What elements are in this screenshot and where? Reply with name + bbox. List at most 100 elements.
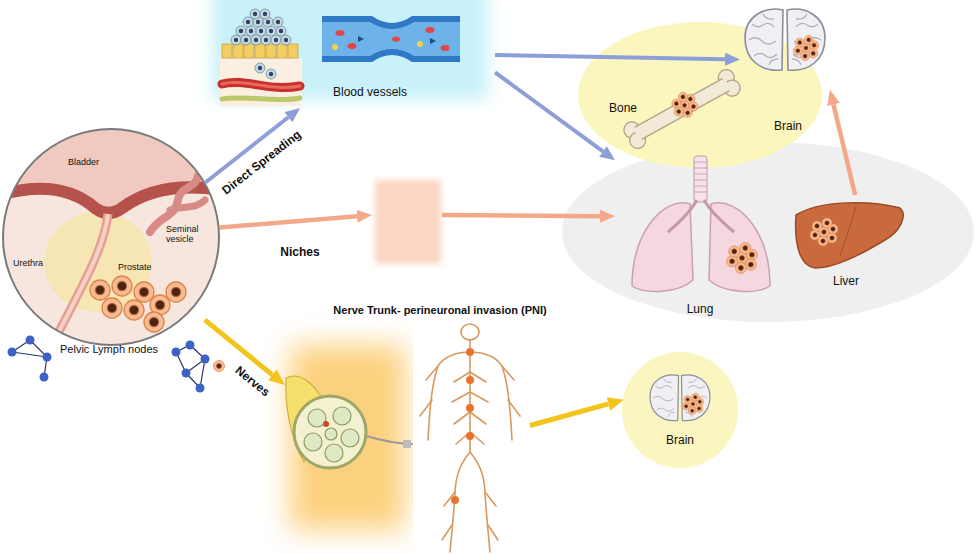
edge-label: Direct Spreading xyxy=(220,128,304,198)
invasion-drawing xyxy=(244,44,254,58)
lung-drawing xyxy=(668,200,734,232)
lung-drawing xyxy=(694,156,707,202)
nerve-drawing xyxy=(325,444,343,462)
invasion-drawing xyxy=(261,35,271,45)
nerve-drawing xyxy=(333,407,351,425)
part-label: Bladder xyxy=(68,157,99,167)
invasion-drawing xyxy=(271,35,281,45)
invasion-drawing xyxy=(231,35,241,45)
prostate-anatomy xyxy=(124,300,144,320)
invasion-drawing xyxy=(277,44,287,58)
lymph-node-icons xyxy=(172,348,181,357)
panel-heading: Nerve Trunk- perineuronal invasion (PNI) xyxy=(333,304,546,317)
vessel-drawing xyxy=(358,36,364,42)
lymph-node-icons xyxy=(12,340,47,377)
invasion-drawing xyxy=(243,17,253,27)
inset-outline xyxy=(3,129,219,345)
invasion-drawing xyxy=(273,17,283,27)
bone-organ: Bone xyxy=(605,62,745,154)
illustration xyxy=(650,375,710,421)
brain-organ: Brain xyxy=(740,4,830,136)
nerve-drawing xyxy=(325,428,337,440)
vessel-drawing xyxy=(392,36,400,41)
edge-label: Niches xyxy=(280,246,319,260)
node-label: Liver xyxy=(833,275,859,289)
prostate-anatomy xyxy=(0,126,222,213)
invasion-drawing xyxy=(251,35,261,45)
prostate-anatomy xyxy=(90,280,110,300)
spread-arrow xyxy=(495,55,725,59)
invasion-drawing xyxy=(281,35,291,45)
nerve-drawing xyxy=(413,318,527,554)
lymph-node-icons xyxy=(8,348,17,357)
liver-organ: Liver xyxy=(788,195,910,295)
vessel-drawing xyxy=(426,27,435,33)
illustration xyxy=(682,393,703,414)
nerve-drawing xyxy=(286,318,527,554)
vessel-drawing xyxy=(332,44,338,50)
node-label: Bone xyxy=(609,102,637,116)
niche-box xyxy=(372,178,442,266)
edge-label: Nerves xyxy=(232,364,272,400)
blood-vessel-panel: Blood vessels xyxy=(205,0,495,108)
invasion-drawing xyxy=(233,44,243,58)
vessel-drawing xyxy=(441,45,450,51)
nerve-drawing xyxy=(450,452,470,552)
bone-drawing xyxy=(633,78,731,141)
prostate-anatomy xyxy=(0,126,222,348)
bone-drawing xyxy=(621,66,743,151)
prostate-anatomy xyxy=(166,282,186,302)
lung-drawing xyxy=(727,243,758,274)
nerve-trunk-panel: Nerve Trunk- perineuronal invasion (PNI) xyxy=(284,302,530,554)
lung-drawing xyxy=(694,162,707,192)
nerve-drawing xyxy=(304,433,322,451)
blood-glow xyxy=(212,0,488,100)
vessel-drawing xyxy=(322,16,460,62)
invasion-drawing xyxy=(222,44,232,58)
organ-region xyxy=(562,142,974,322)
invasion-drawing xyxy=(255,63,265,73)
node-label: Brain xyxy=(774,120,802,134)
nerve-drawing xyxy=(420,324,520,552)
connectors xyxy=(205,55,855,425)
invasion-drawing xyxy=(250,9,260,19)
organ-region xyxy=(578,22,822,168)
prostate-anatomy xyxy=(102,298,122,318)
invasion-drawing xyxy=(220,9,302,106)
vessel-drawing xyxy=(322,22,460,56)
part-label: Pelvic Lymph nodes xyxy=(60,343,158,356)
spread-arrow xyxy=(833,104,855,195)
lung-organ: Lung xyxy=(615,152,780,317)
vessel-drawing xyxy=(348,43,357,49)
vessel-drawing xyxy=(336,30,345,36)
illustration xyxy=(793,35,818,60)
nerve-drawing xyxy=(420,366,520,540)
prostate-anatomy xyxy=(134,282,154,302)
nerve-drawing xyxy=(341,429,359,447)
invasion-drawing xyxy=(260,9,270,19)
spread-arrow xyxy=(220,216,357,227)
liver-drawing xyxy=(796,203,904,268)
nerve-drawing xyxy=(294,396,366,468)
liver-drawing xyxy=(796,203,904,268)
prostate-anatomy xyxy=(144,312,164,332)
bone-drawing xyxy=(667,88,701,122)
nerve-drawing xyxy=(461,324,479,340)
invasion-drawing xyxy=(256,26,266,36)
liver-drawing xyxy=(840,206,856,256)
part-label: Prostate xyxy=(118,262,152,272)
invasion-drawing xyxy=(236,26,246,36)
part-label: Urethra xyxy=(13,258,43,268)
invasion-drawing xyxy=(276,26,286,36)
lymph-node-icons xyxy=(8,336,225,393)
lymph-node-icons xyxy=(201,355,210,364)
vessel-drawing xyxy=(322,16,460,62)
prostate-anatomy xyxy=(170,200,205,210)
part-label: Seminal vesicle xyxy=(166,224,210,245)
invasion-drawing xyxy=(266,44,276,58)
invasion-drawing xyxy=(222,82,300,87)
invasion-drawing xyxy=(222,98,300,100)
lymph-node-icons xyxy=(186,341,195,350)
illustration xyxy=(745,9,825,70)
